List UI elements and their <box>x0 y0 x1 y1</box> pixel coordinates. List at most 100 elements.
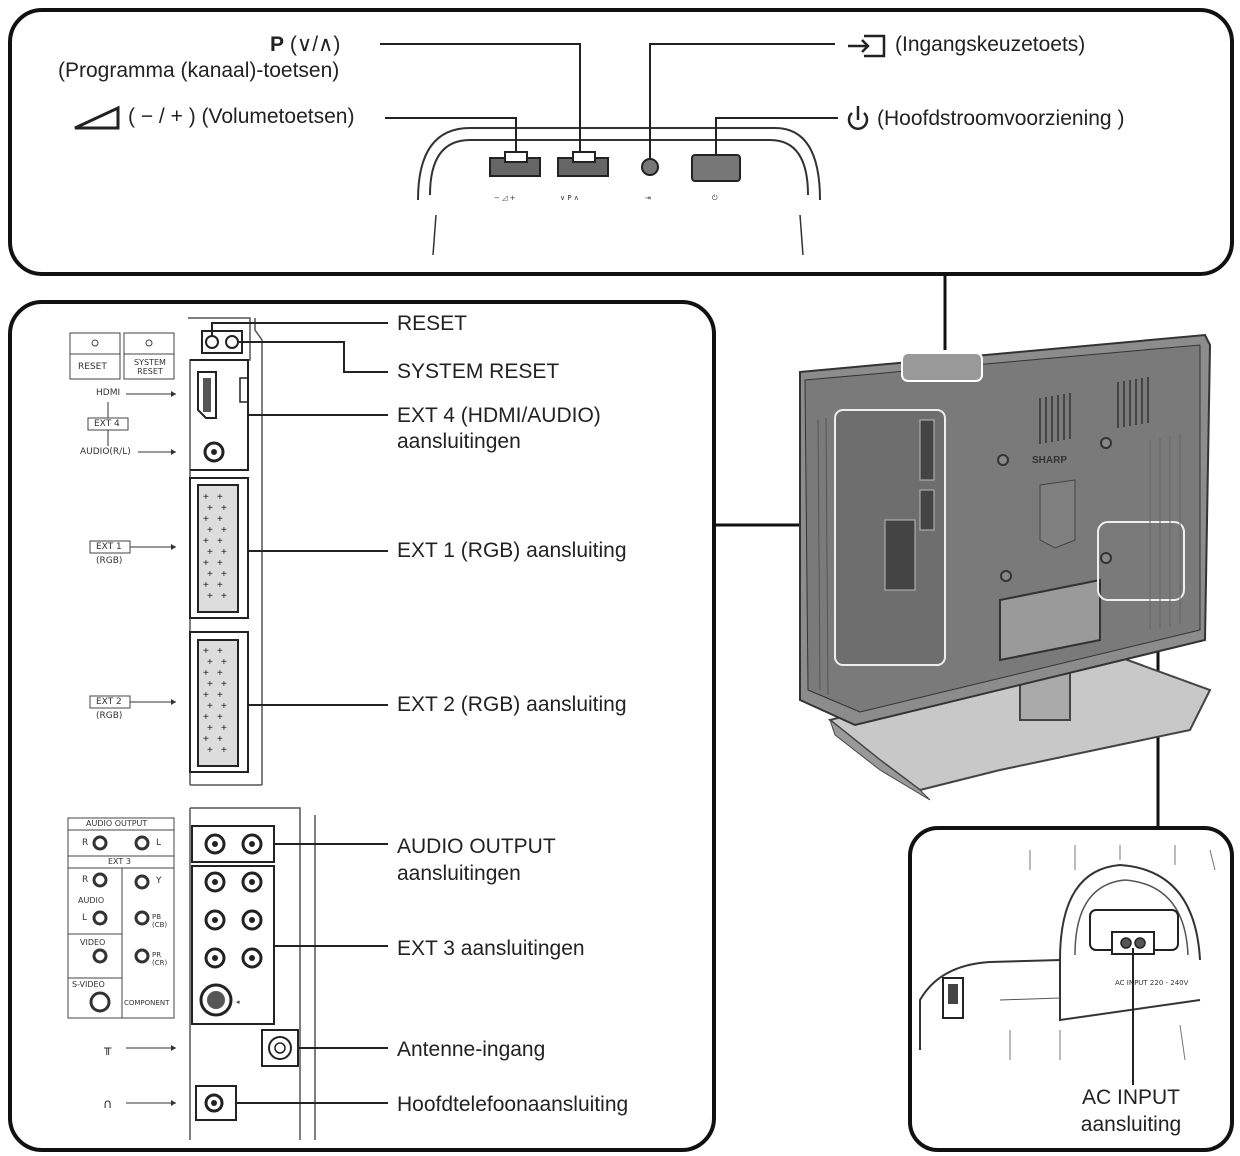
scart-pin: + <box>207 745 213 756</box>
scart-pin: + <box>207 569 213 580</box>
scart-pin: + <box>217 492 223 503</box>
ac-input-label-line1: AC INPUT <box>1081 1086 1180 1109</box>
ac-plate-text: AC INPUT 220 - 240V <box>1115 979 1189 987</box>
side-label-svideo: S-VIDEO <box>72 980 105 989</box>
scart-pin: + <box>203 514 209 525</box>
scart-pin: + <box>207 547 213 558</box>
svg-text:⇥: ⇥ <box>645 194 651 202</box>
svg-text:◂: ◂ <box>236 998 240 1006</box>
scart-pin: + <box>203 646 209 657</box>
callout-reset: RESET <box>397 312 468 335</box>
antenna-jack[interactable] <box>268 1036 292 1060</box>
side-label-reset: RESET <box>78 362 107 372</box>
rca-jack-center <box>212 917 218 923</box>
top-panel <box>8 8 1234 276</box>
side-label-ext3: EXT 3 <box>108 857 131 866</box>
scart-pin: + <box>207 503 213 514</box>
scart-pin: + <box>221 591 227 602</box>
side-label-hdmi: HDMI <box>96 388 121 398</box>
scart-pin: + <box>221 745 227 756</box>
scart-pin: + <box>203 492 209 503</box>
side-label-ext1: EXT 1 <box>96 542 122 552</box>
scart-pin: + <box>203 536 209 547</box>
program-desc: (Programma (kanaal)-toetsen) <box>58 59 340 82</box>
power-icon <box>847 106 869 130</box>
scart-pin: + <box>217 580 223 591</box>
scart-pin: + <box>221 657 227 668</box>
scart-pin: + <box>203 580 209 591</box>
connector-panel <box>8 300 716 1152</box>
side-label-pr: PR (CR) <box>152 951 168 967</box>
svg-text:− ◿ +: − ◿ + <box>494 194 516 202</box>
antenna-icon: ╥ <box>103 1041 112 1055</box>
callout-audio-out-line2: aansluitingen <box>397 862 521 885</box>
side-label-l2: L <box>82 913 88 923</box>
program-key-text: P <box>270 33 285 56</box>
svg-text:∨ P ∧: ∨ P ∧ <box>560 194 579 202</box>
headphone-icon: ∩ <box>103 1097 113 1112</box>
side-label-y: Y <box>156 876 162 886</box>
scart-pin: + <box>207 591 213 602</box>
input-desc: (Ingangskeuzetoets) <box>895 33 1086 56</box>
scart-pin: + <box>221 503 227 514</box>
sharp-logo: SHARP <box>1032 455 1067 466</box>
rca-jack-center <box>249 917 255 923</box>
scart-pin: + <box>207 525 213 536</box>
rca-jack-center <box>212 955 218 961</box>
side-label-ext1-sub: (RGB) <box>96 556 123 566</box>
rca-jack-center <box>249 955 255 961</box>
callout-ext2: EXT 2 (RGB) aansluiting <box>397 693 627 716</box>
side-label-audio: AUDIO <box>78 896 105 905</box>
scart-pin: + <box>217 646 223 657</box>
scart-pin: + <box>207 723 213 734</box>
scart-pin: + <box>217 690 223 701</box>
side-label-component: COMPONENT <box>124 999 170 1007</box>
side-label-l: L <box>156 838 162 848</box>
ext2-scart[interactable] <box>197 639 239 767</box>
scart-pin: + <box>221 547 227 558</box>
scart-pin: + <box>217 514 223 525</box>
callout-ext1: EXT 1 (RGB) aansluiting <box>397 539 627 562</box>
callout-audio-out-line1: AUDIO OUTPUT <box>397 835 556 858</box>
side-label-ext2-sub: (RGB) <box>96 711 123 721</box>
program-symbols: (∨/∧) <box>289 33 341 56</box>
rca-jack-center <box>249 841 255 847</box>
ac-input-socket[interactable] <box>1120 937 1132 949</box>
ext1-scart[interactable] <box>197 484 239 613</box>
callout-system-reset: SYSTEM RESET <box>397 360 560 383</box>
scart-pin: + <box>221 679 227 690</box>
side-label-audio-rl: AUDIO(R/L) <box>80 447 131 457</box>
scart-pin: + <box>221 569 227 580</box>
input-icon <box>848 34 886 58</box>
scart-pin: + <box>221 701 227 712</box>
power-desc: (Hoofdstroomvoorziening ) <box>877 107 1125 130</box>
scart-pin: + <box>203 690 209 701</box>
scart-pin: + <box>203 712 209 723</box>
volume-desc: ( − / + ) (Volumetoetsen) <box>128 105 355 128</box>
rca-jack-center <box>212 879 218 885</box>
side-label-ext4: EXT 4 <box>94 419 120 429</box>
scart-pin: + <box>207 679 213 690</box>
callout-headphone: Hoofdtelefoonaansluiting <box>397 1093 629 1116</box>
side-label-system-reset: SYSTEM RESET <box>134 358 166 376</box>
scart-pin: + <box>203 558 209 569</box>
side-label-ext2: EXT 2 <box>96 697 122 707</box>
scart-pin: + <box>207 657 213 668</box>
scart-pin: + <box>217 668 223 679</box>
callout-antenna: Antenne-ingang <box>397 1038 546 1061</box>
ac-input-label-line2: aansluiting <box>1080 1113 1182 1136</box>
rca-jack-center <box>212 841 218 847</box>
scart-pin: + <box>221 723 227 734</box>
side-label-video: VIDEO <box>80 938 106 947</box>
scart-pin: + <box>217 536 223 547</box>
callout-ext4-line2: aansluitingen <box>397 430 521 453</box>
callout-ext4-line1: EXT 4 (HDMI/AUDIO) <box>397 404 601 427</box>
scart-pin: + <box>217 734 223 745</box>
rca-jack-center <box>249 879 255 885</box>
callout-ext3: EXT 3 aansluitingen <box>397 937 585 960</box>
volume-icon <box>74 105 120 130</box>
